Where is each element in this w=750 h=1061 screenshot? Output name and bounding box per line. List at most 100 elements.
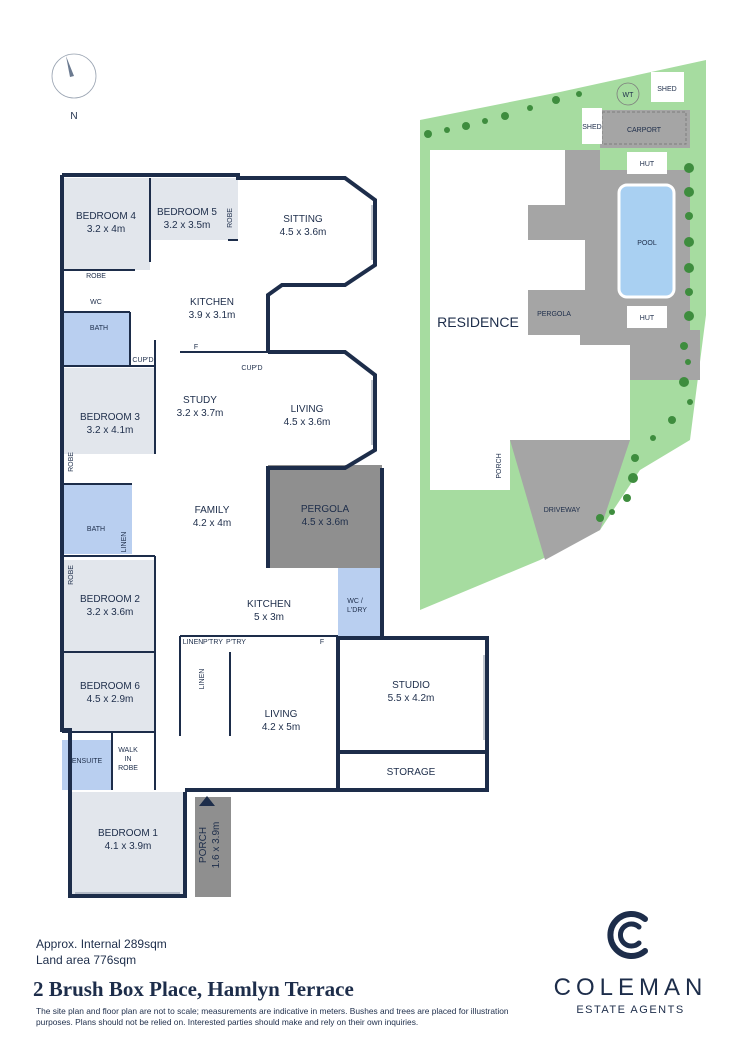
porch-dim: 1.6 x 3.9m: [211, 822, 222, 869]
robe-label-1: ROBE: [86, 273, 106, 280]
wc-ldry-label: WC /: [347, 598, 363, 605]
wc-ldry-fill: [338, 568, 382, 638]
robe-label-3: ROBE: [68, 452, 75, 472]
bedroom5-dim: 3.2 x 3.5m: [164, 220, 211, 231]
bedroom1-label: BEDROOM 1: [98, 828, 158, 839]
site-hut-top: [627, 152, 667, 174]
robe-label-4: ROBE: [68, 565, 75, 585]
pergola-fill: [268, 465, 382, 568]
bedroom4-fill: [62, 178, 150, 270]
compass-north-label: N: [70, 111, 77, 122]
brand-logo: COLEMAN ESTATE AGENTS: [548, 905, 713, 1016]
linen-label-3: LINEN: [199, 669, 206, 690]
living2-dim: 4.2 x 5m: [262, 722, 300, 733]
site-pergola: [528, 290, 580, 335]
site-porch: [492, 440, 510, 490]
site-driveway-label: DRIVEWAY: [544, 507, 581, 514]
site-hut-top-label: HUT: [640, 161, 655, 168]
in-label: IN: [125, 756, 132, 763]
walls: [60, 173, 489, 898]
brand-subtitle: ESTATE AGENTS: [576, 1004, 685, 1016]
living1-label: LIVING: [291, 404, 324, 415]
coleman-c-icon: [606, 911, 648, 959]
site-shed-side-label: SHED: [582, 124, 601, 131]
cupd-label-2: CUP'D: [241, 365, 262, 372]
internal-area: Approx. Internal 289sqm: [36, 937, 167, 951]
study-dim: 3.2 x 3.7m: [177, 408, 224, 419]
robe-label-2: ROBE: [227, 208, 234, 228]
site-porch-label: PORCH: [496, 453, 503, 478]
bedroom2-label: BEDROOM 2: [80, 594, 140, 605]
bedroom1-dim: 4.1 x 3.9m: [105, 841, 152, 852]
living1-dim: 4.5 x 3.6m: [284, 417, 331, 428]
kitchen1-dim: 3.9 x 3.1m: [189, 310, 236, 321]
site-hut-bottom: [627, 306, 667, 328]
site-hut-bottom-label: HUT: [640, 315, 655, 322]
bedroom6-label: BEDROOM 6: [80, 681, 140, 692]
kitchen1-label: KITCHEN: [190, 297, 234, 308]
porch-fill: [195, 797, 231, 897]
room-labels: BEDROOM 4 3.2 x 4m BEDROOM 5 3.2 x 3.5m …: [76, 207, 436, 868]
linen-label-2: LINEN: [183, 639, 204, 646]
fridge-label-1: F: [194, 344, 198, 351]
site-water-tank: [616, 82, 640, 106]
kitchen2-dim: 5 x 3m: [254, 612, 284, 623]
studio-dim: 5.5 x 4.2m: [388, 693, 435, 704]
windows: [75, 205, 485, 894]
site-water-tank-label: WT: [623, 92, 635, 99]
site-carport-area: [600, 110, 690, 148]
entry-arrow-icon: [199, 796, 215, 806]
pergola-label: PERGOLA: [301, 504, 350, 515]
sitting-dim: 4.5 x 3.6m: [280, 227, 327, 238]
bedroom5-fill: [150, 178, 238, 240]
bedroom2-dim: 3.2 x 3.6m: [87, 607, 134, 618]
bedroom4-dim: 3.2 x 4m: [87, 224, 125, 235]
compass-needle-light: [66, 56, 74, 77]
bath2-label: BATH: [87, 526, 105, 533]
interior-walls: [62, 178, 338, 790]
ptry-label-2: P'TRY: [226, 639, 246, 646]
bedroom4-label: BEDROOM 4: [76, 211, 136, 222]
fridge-label-2: F: [320, 639, 324, 646]
utility-labels: ROBE ROBE WC BATH CUP'D CUP'D F ROBE BAT…: [68, 208, 324, 772]
bath1-fill: [62, 312, 130, 366]
walk-label: WALK: [118, 747, 138, 754]
bath1-label: BATH: [90, 325, 108, 332]
area-summary: Approx. Internal 289sqm Land area 776sqm: [36, 936, 167, 968]
bedroom3-label: BEDROOM 3: [80, 412, 140, 423]
bedroom6-fill: [62, 652, 155, 732]
storage-label: STORAGE: [387, 767, 436, 778]
bedroom2-fill: [62, 560, 155, 652]
site-pool: [617, 183, 676, 299]
bedroom3-dim: 3.2 x 4.1m: [87, 425, 134, 436]
bedroom6-dim: 4.5 x 2.9m: [87, 694, 134, 705]
site-shed-side: [582, 108, 602, 144]
disclaimer: The site plan and floor plan are not to …: [36, 1006, 509, 1027]
site-shed-top: [651, 72, 684, 102]
bedroom1-fill: [70, 792, 185, 896]
wc-label: WC: [90, 299, 102, 306]
brand-name: COLEMAN: [553, 974, 708, 1001]
ptry-label-1: P'TRY: [203, 639, 223, 646]
bedroom5-label: BEDROOM 5: [157, 207, 217, 218]
property-address: 2 Brush Box Place, Hamlyn Terrace: [33, 977, 354, 1001]
site-pergola-label: PERGOLA: [537, 311, 571, 318]
compass-ring: [51, 53, 97, 99]
pergola-dim: 4.5 x 3.6m: [302, 517, 349, 528]
family-label: FAMILY: [195, 505, 230, 516]
family-dim: 4.2 x 4m: [193, 518, 231, 529]
land-area: Land area 776sqm: [36, 953, 137, 967]
site-carport-label: CARPORT: [627, 127, 662, 134]
site-residence-label: RESIDENCE: [437, 314, 519, 330]
wc-ldry-label-2: L'DRY: [347, 607, 367, 614]
studio-label: STUDIO: [392, 680, 430, 691]
sitting-label: SITTING: [283, 214, 323, 225]
bedroom3-fill: [62, 368, 155, 454]
robe-label-5: ROBE: [118, 765, 138, 772]
study-label: STUDY: [183, 395, 217, 406]
kitchen2-label: KITCHEN: [247, 599, 291, 610]
compass: N: [51, 53, 97, 122]
site-shed-top-label: SHED: [657, 86, 676, 93]
floor-plan: BEDROOM 4 3.2 x 4m BEDROOM 5 3.2 x 3.5m …: [60, 173, 489, 898]
